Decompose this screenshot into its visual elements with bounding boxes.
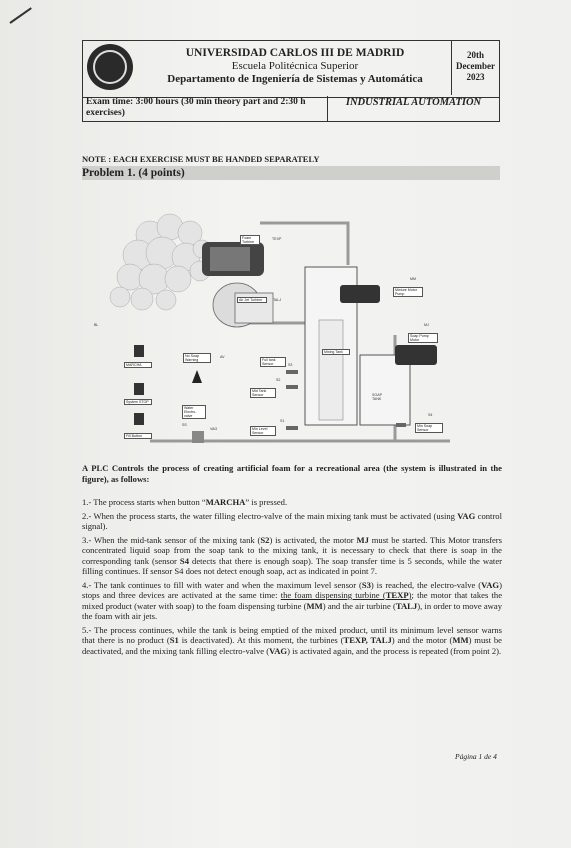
- school-name: Escuela Politécnica Superior: [231, 60, 359, 72]
- full-tank-label: Full tank Sensor: [260, 357, 286, 367]
- page-number: Página 1 de 4: [455, 752, 497, 761]
- point-4: 4.- The tank continues to fill with wate…: [82, 579, 503, 622]
- intro: A PLC Controls the process of creating a…: [82, 463, 502, 484]
- soap-pump-label: Soap Pump Motor: [408, 333, 438, 343]
- pen-mark: [9, 7, 32, 24]
- process-figure: Foam Turbine TEXP Mixture Motor Pump MM …: [90, 205, 490, 455]
- soap-tank-label: SOAP TANK: [372, 393, 382, 401]
- point-1: 1.- The process starts when button “MARC…: [82, 497, 288, 507]
- problem-statement: A PLC Controls the process of creating a…: [82, 463, 502, 659]
- min-soap-label: Min Soap Sensor: [415, 423, 443, 433]
- stop-button-icon: [134, 383, 144, 395]
- exam-time: Exam time: 3:00 hours (30 min theory par…: [86, 97, 306, 118]
- air-turbine-label: Air Jet Turbine: [237, 297, 267, 303]
- mixing-tank-label: Mixing Tank: [322, 349, 350, 355]
- foam-cloud: [109, 213, 212, 311]
- exam-date: 20th December 2023: [451, 41, 499, 95]
- problem-title: Problem 1. (4 points): [82, 166, 500, 180]
- warning-lamp-icon: [192, 370, 202, 383]
- point-2: 2.- When the process starts, the water f…: [82, 510, 502, 532]
- valve-icon: [192, 431, 204, 443]
- exam-info-row: Exam time: 3:00 hours (30 min theory par…: [82, 96, 500, 122]
- note: NOTE : EACH EXERCISE MUST BE HANDED SEPA…: [82, 154, 320, 164]
- header-title: UNIVERSIDAD CARLOS III DE MADRID Escuela…: [143, 47, 447, 86]
- university-name: UNIVERSIDAD CARLOS III DE MADRID: [185, 47, 405, 59]
- marcha-button-icon: [134, 345, 144, 357]
- process-diagram: [109, 213, 450, 443]
- valve-label: Water Electro-valve: [182, 405, 206, 419]
- fill-button-label: Fill Button: [124, 433, 152, 439]
- min-level-label: Min Level Sensor: [250, 426, 276, 436]
- mixture-motor-pump: [340, 285, 380, 303]
- university-logo-icon: [87, 44, 133, 90]
- foam-turbine-label: Foam Turbine: [240, 235, 260, 245]
- no-soap-label: No Soap Warning: [183, 353, 211, 363]
- course-name: INDUSTRIAL AUTOMATION: [327, 96, 499, 121]
- fill-button-icon: [134, 413, 144, 425]
- mixture-pump-label: Mixture Motor Pump: [393, 287, 423, 297]
- header-box: UNIVERSIDAD CARLOS III DE MADRID Escuela…: [82, 40, 500, 98]
- point-5: 5.- The process continues, while the tan…: [82, 624, 502, 656]
- department-name: Departamento de Ingeniería de Sistemas y…: [167, 73, 423, 85]
- mid-tank-label: Mid Tank Sensor: [250, 388, 276, 398]
- soap-tank: [359, 354, 411, 426]
- marcha-label: MARCHA: [124, 362, 152, 368]
- soap-pump-motor: [395, 345, 437, 365]
- system-stop-label: System STOP: [124, 399, 152, 405]
- point-3: 3.- When the mid-tank sensor of the mixi…: [82, 534, 503, 577]
